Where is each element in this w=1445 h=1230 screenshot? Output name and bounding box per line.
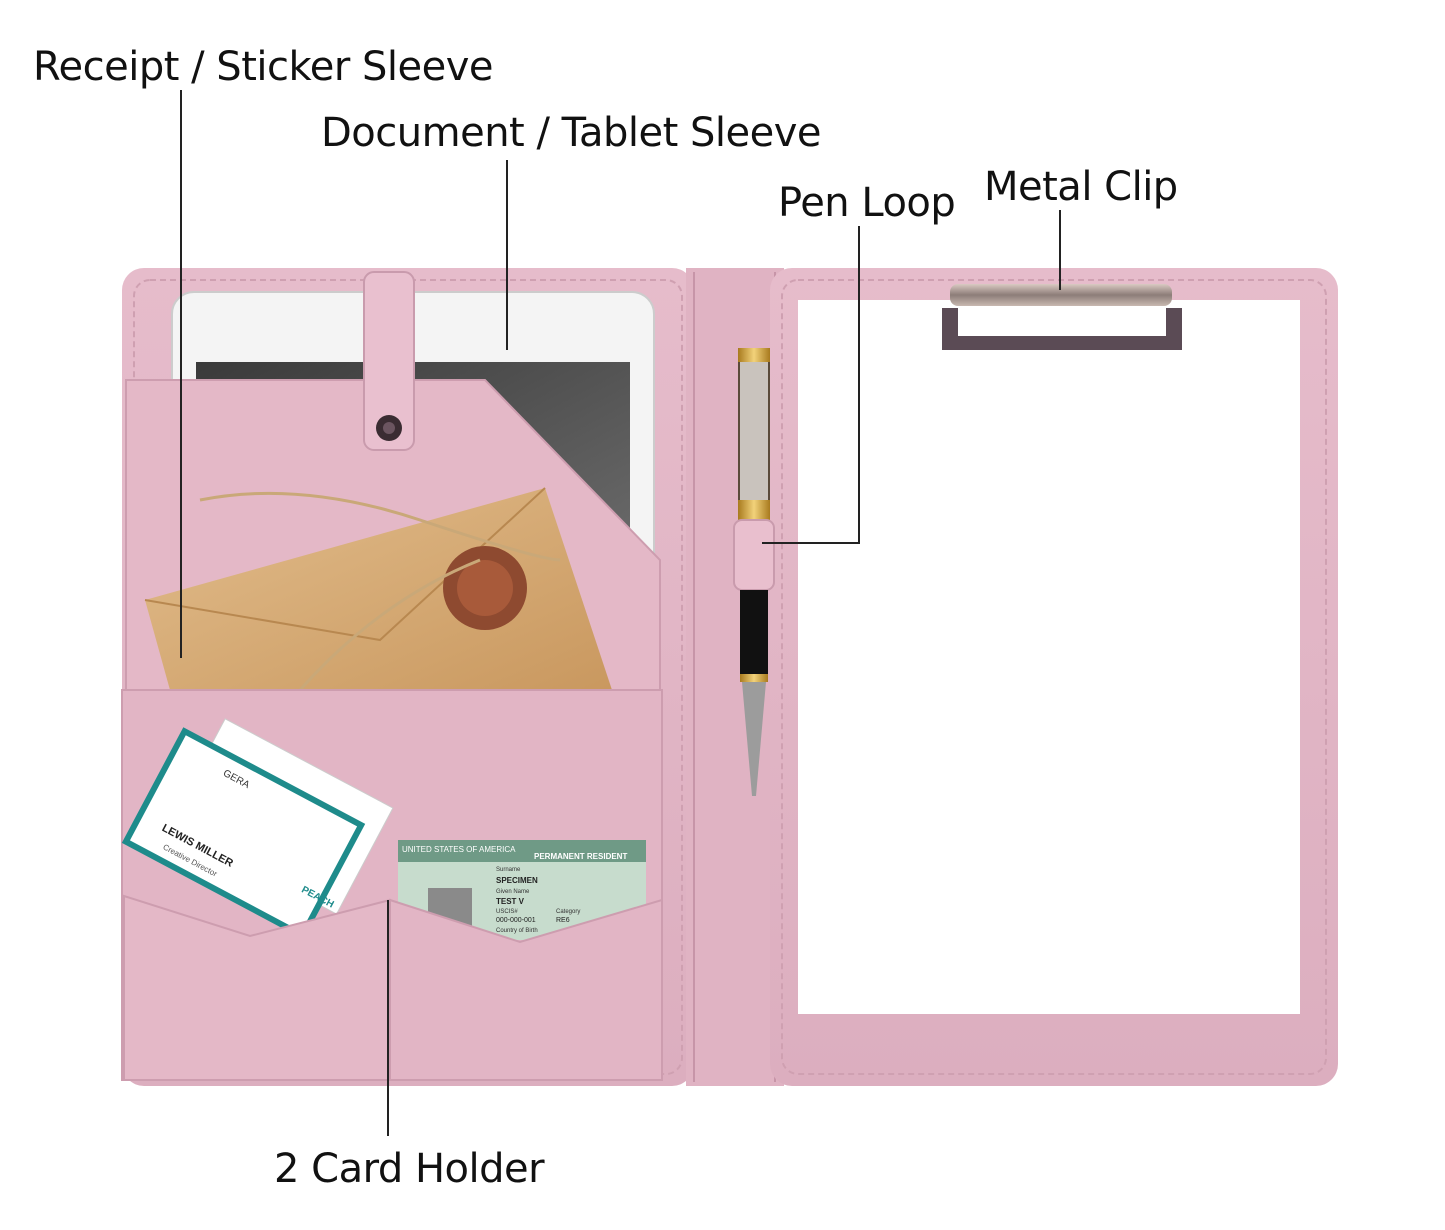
- id-card-surname: SPECIMEN: [496, 876, 538, 885]
- pen: [733, 348, 775, 796]
- leader-clip: [1059, 210, 1061, 290]
- id-card-country: UNITED STATES OF AMERICA: [402, 845, 516, 854]
- leader-pen-vertical: [858, 226, 860, 544]
- callout-pen-loop: Pen Loop: [778, 180, 956, 226]
- id-card-type: PERMANENT RESIDENT: [534, 852, 628, 861]
- business-cards: [121, 718, 394, 940]
- callout-card-holder: 2 Card Holder: [274, 1146, 545, 1192]
- id-card-surname-label: Surname: [496, 867, 521, 873]
- leader-document: [506, 160, 508, 350]
- id-card-birth-label: Country of Birth: [496, 928, 538, 934]
- id-card-uscis-label: USCIS#: [496, 909, 518, 915]
- id-card-category-label: Category: [556, 909, 581, 915]
- callout-metal-clip: Metal Clip: [984, 164, 1178, 210]
- envelope: [144, 487, 612, 691]
- callout-document-sleeve: Document / Tablet Sleeve: [321, 110, 821, 156]
- leader-pen-horizontal: [762, 542, 860, 544]
- strap: [363, 271, 415, 451]
- id-card-given-label: Given Name: [496, 889, 530, 895]
- callout-receipt-sleeve: Receipt / Sticker Sleeve: [33, 44, 494, 90]
- id-card-uscis: 000-000-001: [496, 917, 536, 924]
- leader-receipt: [180, 90, 182, 658]
- metal-clip: [942, 284, 1182, 350]
- id-card-given: TEST V: [496, 897, 525, 906]
- leader-card: [387, 900, 389, 1136]
- id-card-category: RE6: [556, 917, 570, 924]
